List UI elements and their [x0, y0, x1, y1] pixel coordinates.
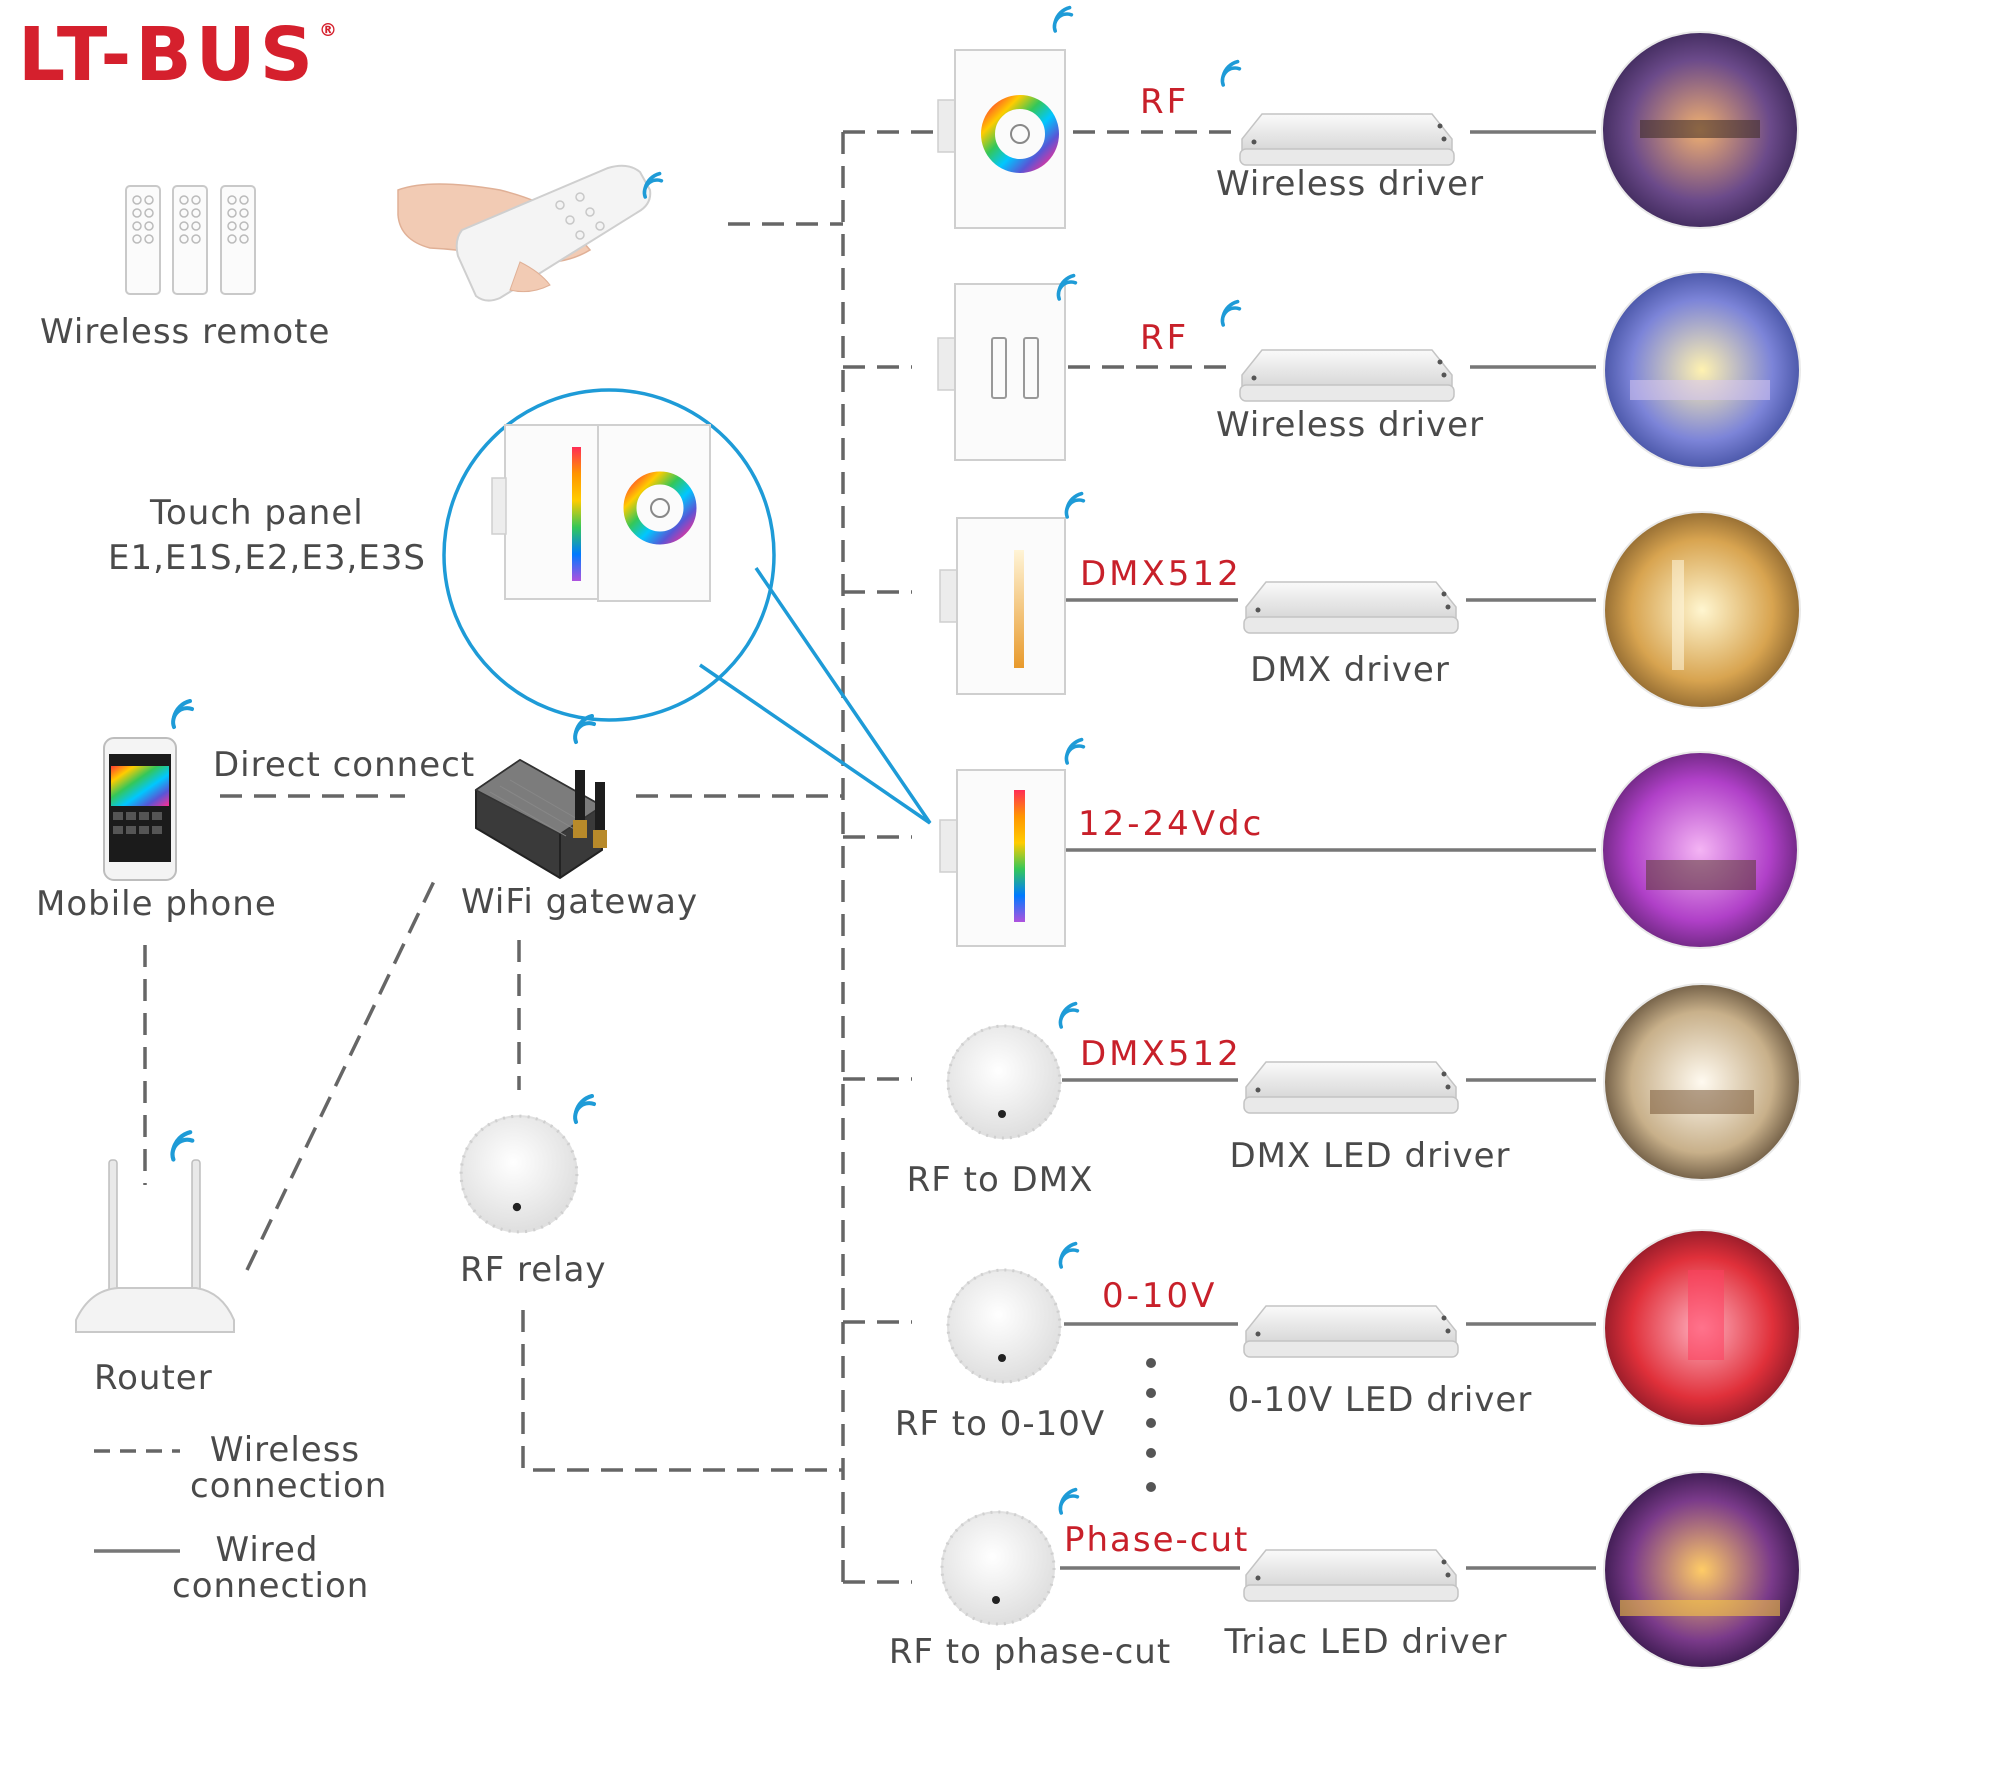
driver-label-7: Triac LED driver: [1224, 1622, 1508, 1662]
driver1-wifi-icon: [1220, 59, 1242, 87]
converter-label-dmx: RF to DMX: [906, 1160, 1094, 1200]
wireless-driver-2-icon: [1239, 349, 1455, 402]
legend-wired-line1: Wired: [215, 1530, 319, 1570]
driver-label-6: 0-10V LED driver: [1227, 1380, 1533, 1420]
living-room-scene: [1603, 983, 1801, 1181]
driver-label-1: Wireless driver: [1215, 164, 1485, 204]
registered-mark: ®: [319, 20, 342, 41]
scene-photos: [1601, 31, 1801, 1669]
wireless-remote-label: Wireless remote: [40, 312, 331, 352]
touch-panel-title: Touch panel: [150, 493, 364, 533]
router-label: Router: [94, 1358, 213, 1398]
legend-wireless-line2: connection: [190, 1466, 388, 1506]
bar-scene: [1603, 1471, 1801, 1669]
touch-panel-dual-dimmer-icon: [937, 283, 1066, 461]
signal-label-4: 12-24Vdc: [1078, 804, 1265, 844]
rf-to-phase-cut-icon: [940, 1510, 1056, 1626]
wifi-gateway-icon: [474, 758, 607, 880]
chandelier-scene: [1603, 511, 1801, 709]
touch-panel-models: E1,E1S,E2,E3,E3S: [108, 538, 426, 578]
legend-wired-line2: connection: [172, 1566, 370, 1606]
driver-label-3: DMX driver: [1250, 650, 1450, 690]
signal-label-5: DMX512: [1080, 1034, 1242, 1074]
touch-panel-zoom-bubble: [442, 388, 932, 825]
rf-to-phase-cut-wifi-icon: [1058, 1487, 1080, 1515]
mobile-phone-label: Mobile phone: [36, 884, 277, 924]
triac-led-driver-icon: [1243, 1549, 1459, 1602]
signal-label-3: DMX512: [1080, 554, 1242, 594]
rf-to-dmx-icon: [946, 1024, 1062, 1140]
rf-to-dmx-wifi-icon: [1058, 1001, 1080, 1029]
brand-name: LT-BUS: [18, 12, 318, 98]
panel3-wifi-icon: [1064, 491, 1086, 519]
driver-label-2: Wireless driver: [1215, 405, 1485, 445]
direct-connect-label: Direct connect: [213, 745, 476, 785]
rf-relay-label: RF relay: [460, 1250, 607, 1290]
signal-label-7: Phase-cut: [1064, 1520, 1250, 1560]
dmx-driver-icon: [1243, 581, 1459, 634]
touch-panel-rgb-slider-icon: [939, 769, 1066, 947]
mobile-phone-icon: [103, 737, 177, 881]
legend-wired: Wired connection: [172, 1530, 370, 1606]
ellipsis-dots: [1146, 1358, 1156, 1492]
hand-with-remote-icon: [397, 164, 652, 302]
scene-details: [1620, 120, 1780, 1616]
connection-lines: [143, 130, 1596, 1584]
touch-panel-rgb-wheel-icon: [937, 49, 1066, 229]
rf-to-0-10v-wifi-icon: [1058, 1241, 1080, 1269]
phone-wifi-icon: [171, 699, 194, 729]
legend-wireless-line1: Wireless: [209, 1430, 361, 1470]
lounge-scene: [1603, 271, 1801, 469]
converter-label-phase-cut: RF to phase-cut: [888, 1632, 1172, 1672]
signal-label-2: RF: [1140, 318, 1190, 358]
0-10v-led-driver-icon: [1243, 1305, 1459, 1358]
router-wifi-icon: [172, 1132, 192, 1159]
signal-label-1: RF: [1140, 82, 1190, 122]
panel1-wifi-icon: [1052, 5, 1074, 33]
router-icon: [75, 1159, 235, 1333]
driver-label-5: DMX LED driver: [1229, 1136, 1511, 1176]
signal-label-6: 0-10V: [1102, 1276, 1218, 1316]
wifi-gateway-label: WiFi gateway: [461, 882, 699, 922]
legend-lines: [94, 1449, 180, 1553]
rf-relay-icon: [459, 1114, 579, 1234]
purple-bedroom-scene: [1601, 751, 1799, 949]
brand-logo: LT-BUS®: [18, 18, 341, 92]
converter-label-0-10v: RF to 0-10V: [894, 1404, 1106, 1444]
legend-wireless: Wireless connection: [190, 1430, 388, 1506]
panel4-wifi-icon: [1064, 737, 1086, 765]
touch-panel-slider-icon: [939, 517, 1066, 695]
driver2-wifi-icon: [1220, 299, 1242, 327]
relay-wifi-icon: [573, 1094, 596, 1124]
dmx-led-driver-icon: [1243, 1061, 1459, 1114]
rf-to-0-10v-icon: [946, 1268, 1062, 1384]
wireless-remote-icon: [125, 185, 256, 295]
wireless-driver-1-icon: [1239, 113, 1455, 166]
